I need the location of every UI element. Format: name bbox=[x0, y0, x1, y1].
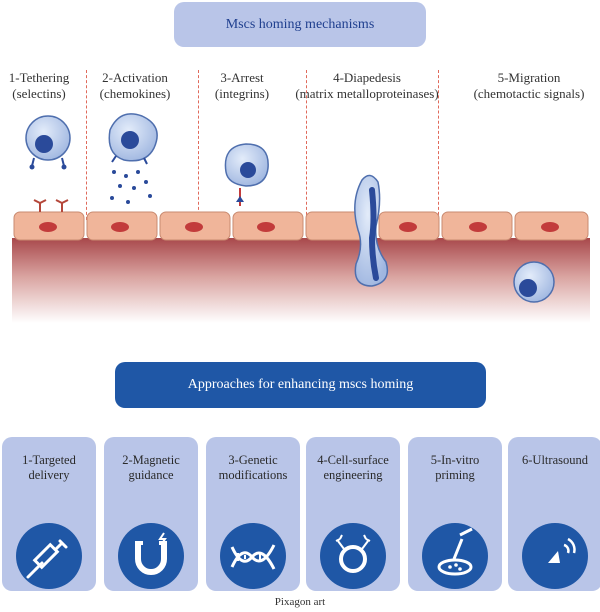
title-box: Mscs homing mechanisms bbox=[174, 2, 426, 47]
approaches-title: Approaches for enhancing mscs homing bbox=[187, 377, 414, 392]
step-arrest: 3-Arrest (integrins) bbox=[206, 70, 278, 102]
step-divider bbox=[438, 70, 439, 220]
ultrasound-icon bbox=[522, 523, 588, 589]
petri-dish-icon bbox=[422, 523, 488, 589]
step-sub: (matrix metalloproteinases) bbox=[295, 86, 439, 101]
step-migration: 5-Migration (chemotactic signals) bbox=[464, 70, 594, 102]
dna-icon bbox=[220, 523, 286, 589]
step-divider bbox=[198, 70, 199, 220]
approach-card-cell-surface-engineering: 4-Cell-surface engineering bbox=[306, 437, 400, 591]
msc-cell-activation bbox=[108, 113, 158, 204]
approach-label: 5-In-vitro priming bbox=[430, 453, 480, 482]
diagram-title: Mscs homing mechanisms bbox=[225, 16, 375, 32]
step-sub: (selectins) bbox=[12, 86, 66, 101]
step-sub: (integrins) bbox=[214, 86, 270, 101]
step-sub: (chemokines) bbox=[99, 86, 171, 101]
approach-card-targeted-delivery: 1-Targeted delivery bbox=[2, 437, 96, 591]
cell-surface-icon bbox=[320, 523, 386, 589]
step-name: 1-Tethering bbox=[8, 70, 70, 85]
step-name: 4-Diapedesis bbox=[333, 70, 401, 85]
endothelium bbox=[13, 211, 589, 241]
approach-card-in-vitro-priming: 5-In-vitro priming bbox=[408, 437, 502, 591]
approach-card-genetic-modifications: 3-Genetic modifications bbox=[206, 437, 300, 591]
approach-label: 6-Ultrasound bbox=[522, 453, 588, 467]
homing-illustration bbox=[12, 113, 590, 323]
msc-cell-tethering bbox=[25, 115, 71, 170]
magnet-icon bbox=[118, 523, 184, 589]
approach-card-ultrasound: 6-Ultrasound bbox=[508, 437, 600, 591]
step-divider bbox=[86, 70, 87, 220]
approach-label: 4-Cell-surface engineering bbox=[317, 453, 389, 482]
step-sub: (chemotactic signals) bbox=[473, 86, 585, 101]
syringe-icon bbox=[16, 523, 82, 589]
credit: Pixagon art bbox=[274, 596, 326, 608]
step-name: 3-Arrest bbox=[220, 70, 264, 85]
msc-cell-migration bbox=[513, 261, 555, 303]
step-divider bbox=[306, 70, 307, 220]
approach-label: 1-Targeted delivery bbox=[22, 453, 76, 482]
step-diapedesis: 4-Diapedesis (matrix metalloproteinases) bbox=[286, 70, 448, 102]
msc-cell-arrest bbox=[224, 143, 269, 206]
approaches-banner: Approaches for enhancing mscs homing bbox=[115, 362, 486, 408]
approach-card-magnetic-guidance: 2-Magnetic guidance bbox=[104, 437, 198, 591]
step-name: 2-Activation bbox=[102, 70, 168, 85]
selectin-receptors bbox=[33, 199, 69, 212]
step-tethering: 1-Tethering (selectins) bbox=[2, 70, 76, 102]
msc-cell-diapedesis bbox=[354, 174, 389, 287]
step-activation: 2-Activation (chemokines) bbox=[92, 70, 178, 102]
approach-label: 3-Genetic modifications bbox=[218, 453, 288, 482]
vessel-wall bbox=[12, 238, 590, 323]
approach-label: 2-Magnetic guidance bbox=[122, 453, 180, 482]
step-name: 5-Migration bbox=[497, 70, 561, 85]
